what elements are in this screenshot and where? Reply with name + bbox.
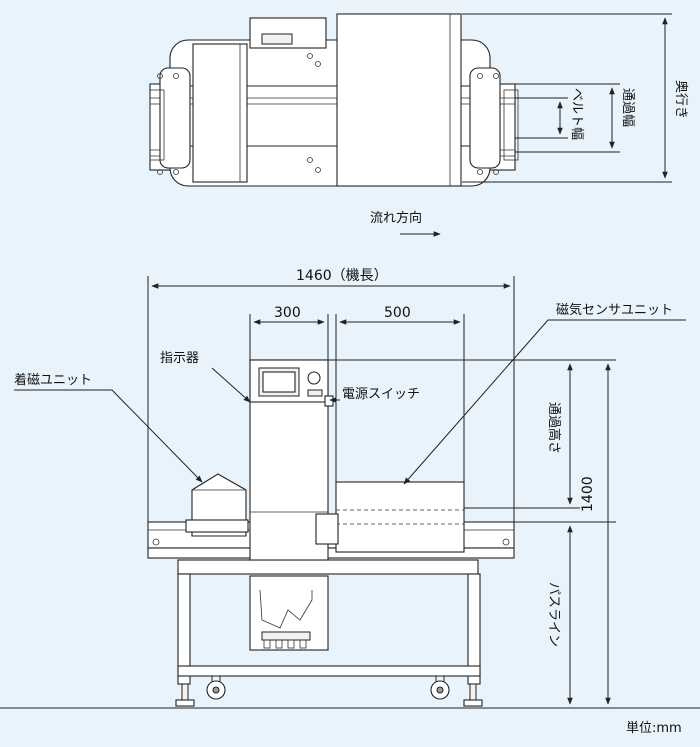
indicator-leader <box>211 367 251 403</box>
passage-width-label: 通過幅 <box>620 88 635 127</box>
power-switch-label: 電源スイッチ <box>342 387 420 402</box>
unit-label: 単位:mm <box>626 720 682 736</box>
magnetic-sensor-unit-label: 磁気センサユニット <box>556 302 673 318</box>
passage-height-label: 通過高さ <box>546 402 562 454</box>
width-500-label: 500 <box>384 305 411 321</box>
top-view <box>149 13 672 187</box>
width-300-label: 300 <box>274 305 301 321</box>
depth-label: 奥行き <box>673 80 688 119</box>
indicator-label: 指示器 <box>160 351 199 366</box>
flow-direction-label: 流れ方向 <box>370 210 422 226</box>
magnetizing-unit-label: 着磁ユニット <box>14 372 92 388</box>
belt-width-label: ベルト幅 <box>569 88 584 140</box>
total-length-label: 1460（機長） <box>296 268 388 284</box>
pass-line-label: パスライン <box>546 582 561 647</box>
side-view <box>147 359 515 707</box>
magnetizing-unit-leader <box>14 389 203 483</box>
height-1400-label: 1400 <box>580 476 596 512</box>
magnetic-sensor-unit-leader <box>403 319 686 485</box>
